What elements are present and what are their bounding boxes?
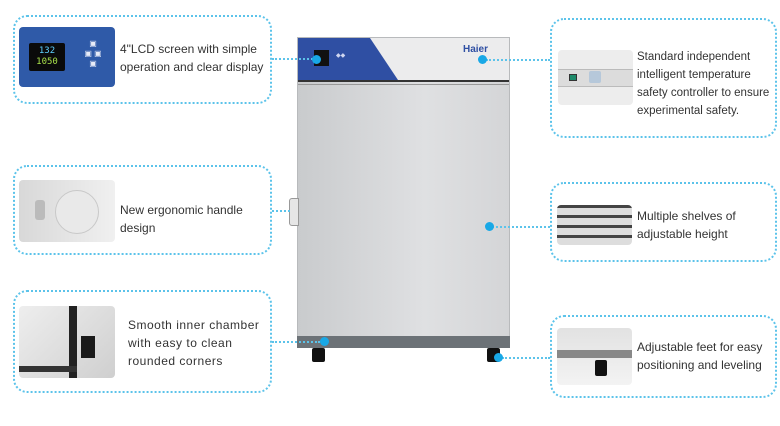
connector-safety xyxy=(486,59,550,61)
hotspot-feet[interactable] xyxy=(494,353,503,362)
incubator-base xyxy=(297,336,510,348)
hotspot-shelves[interactable] xyxy=(485,222,494,231)
connector-shelves xyxy=(492,226,550,228)
chamber-text: Smooth inner chamber with easy to clean … xyxy=(128,318,260,368)
door-gap xyxy=(298,84,509,85)
safety-text: Standard independent intelligent tempera… xyxy=(637,51,770,117)
lcd-bottom-value: 1050 xyxy=(36,57,58,67)
feet-image xyxy=(557,328,632,385)
feature-feet xyxy=(550,315,777,398)
feature-shelves xyxy=(550,182,777,262)
chamber-image xyxy=(19,306,115,378)
connector-feet xyxy=(502,357,550,359)
mini-buttons: ◆◆ xyxy=(336,53,346,59)
feature-safety xyxy=(550,18,777,138)
handle-text: New ergonomic handle design xyxy=(120,203,243,235)
lcd-text: 4"LCD screen with simple operation and c… xyxy=(120,42,264,74)
brand-logo: Haier xyxy=(463,44,489,55)
hotspot-chamber[interactable] xyxy=(320,337,329,346)
connector-handle xyxy=(272,210,290,212)
shelves-text: Multiple shelves of adjustable height xyxy=(637,209,736,241)
feet-text: Adjustable feet for easy positioning and… xyxy=(637,340,763,372)
shelves-image xyxy=(557,205,632,245)
feature-handle xyxy=(13,165,272,255)
lcd-image: 132 1050 ▣▣ ▣▣ xyxy=(19,27,115,87)
connector-lcd xyxy=(272,58,316,60)
safety-controller-image xyxy=(558,50,633,105)
hotspot-safety[interactable] xyxy=(478,55,487,64)
foot-left[interactable] xyxy=(312,348,325,362)
control-panel: ◆◆ Haier xyxy=(298,38,509,82)
feature-chamber xyxy=(13,290,272,393)
handle[interactable] xyxy=(289,198,299,226)
lcd-top-value: 132 xyxy=(38,46,56,56)
feature-lcd xyxy=(13,15,272,104)
handle-image xyxy=(19,180,115,242)
connector-chamber xyxy=(272,341,320,343)
lcd-buttons: ▣▣ ▣▣ xyxy=(84,39,102,68)
incubator: ◆◆ Haier xyxy=(289,37,510,337)
hotspot-lcd[interactable] xyxy=(312,55,321,64)
